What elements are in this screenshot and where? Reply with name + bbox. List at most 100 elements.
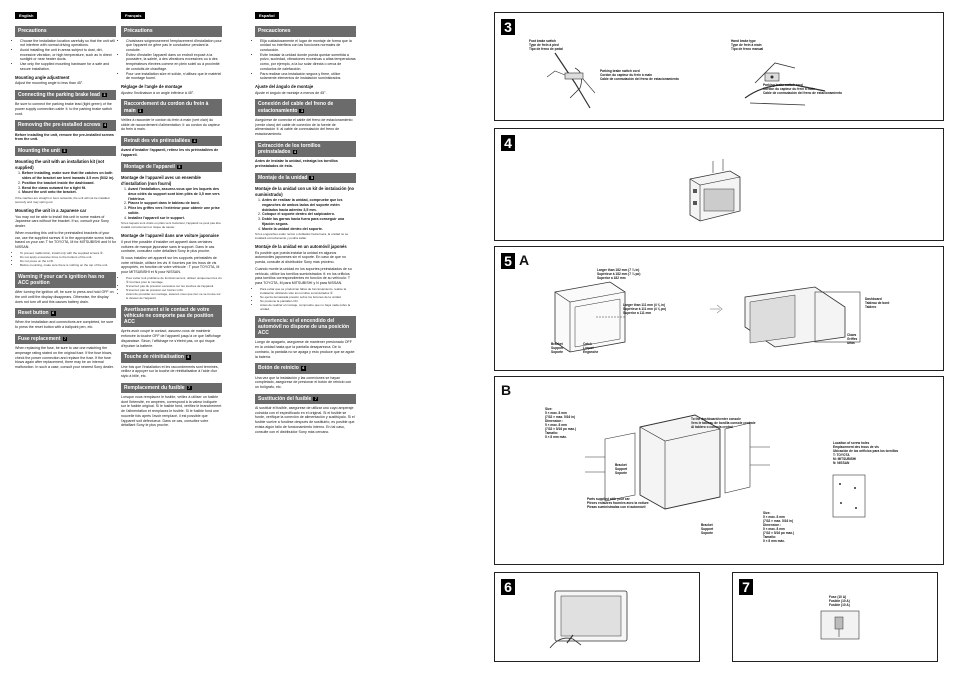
acc-text: Après avoir coupé le contact, assurez-vo… bbox=[121, 329, 221, 348]
list-item: Mount the unit onto the bracket. bbox=[22, 190, 116, 195]
hand-brake-label: Hand brake type Type de frein à main Tip… bbox=[731, 39, 764, 51]
switch-cord-label-2: Parking brake switch cord Cordon du capt… bbox=[763, 83, 842, 95]
figure-5a-panel: 5 A Larger than 182 mm (7 ¼ in) Supérieu… bbox=[494, 246, 944, 371]
fuse-label: Fuse (10 A) Fusible (10 A) Fusible (10 A… bbox=[829, 595, 850, 607]
angle-text: Adjust the mounting angle to less than 4… bbox=[15, 81, 84, 86]
reset-button-illustration bbox=[549, 590, 628, 649]
figure-number: 7 bbox=[739, 579, 753, 595]
angle-title: Mounting angle adjustment bbox=[15, 74, 70, 80]
list-item: Para realizar una instalación segura y f… bbox=[260, 72, 356, 81]
dashboard-console-label: To the dashboard/center console Vers le … bbox=[691, 417, 756, 429]
reset-text: Une fois que l'installation et les racco… bbox=[121, 364, 219, 379]
catch-label: Catch Loquet Enganche bbox=[583, 342, 599, 354]
figure-7-panel: 7 Fuse (10 A) Fusible (10 A) Fusible (10… bbox=[732, 572, 938, 662]
list-item: Coloque el soporte dentro del salpicader… bbox=[262, 212, 356, 217]
english-column: English Precautions Choose the installat… bbox=[15, 12, 116, 372]
mounting-notes: Pour éviter tout problème de fonctionnem… bbox=[121, 276, 222, 301]
list-item: N'exercez pas de pression excessive sur … bbox=[126, 284, 222, 289]
parking-text: Be sure to connect the parking brake lea… bbox=[15, 102, 113, 116]
switch-cord-label-1: Parking brake switch cord Cordon du capt… bbox=[600, 69, 679, 81]
list-item: Before installing, make sure that the ca… bbox=[22, 171, 116, 180]
list-item: Evite instalar la unidad donde pueda que… bbox=[260, 53, 356, 72]
mounting-steps: Antes de realizar la unidad, compruebe q… bbox=[255, 198, 356, 231]
list-item: Avant de procéder au montage, assurez-vo… bbox=[126, 292, 222, 301]
mounting-note: If the catches are straight or bent outw… bbox=[15, 196, 110, 205]
mounting-note: Si los enganches están rectos o doblados… bbox=[255, 232, 349, 241]
list-item: Doble las garras hacia fuera para conseg… bbox=[262, 217, 356, 226]
angle-title: Réglage de l'angle de montage bbox=[121, 84, 183, 90]
list-item: To prevent malfunction, install only wit… bbox=[20, 251, 116, 256]
list-item: Antes de realizar la unidad, compruebe q… bbox=[262, 198, 356, 212]
size-label-bottom: Size: 5 × max. 8 mm (7/32 × max. 5/16 in… bbox=[763, 511, 795, 543]
reset-text: When the installation and connections ar… bbox=[15, 320, 114, 330]
list-item: Installez l'appareil sur le support. bbox=[128, 216, 222, 221]
precautions-list: Elija cuidadosamente el lugar de montaje… bbox=[255, 39, 356, 82]
list-item: Placez le support dans le tableau de bor… bbox=[128, 201, 222, 206]
language-tab-spanish: Español bbox=[255, 12, 279, 20]
mounting-text-b2: Si vous installez cet appareil sur les s… bbox=[121, 255, 220, 275]
precautions-header: Precauciones bbox=[255, 26, 356, 37]
mounting-note: Si les loquets sont droits ou pliés vers… bbox=[121, 221, 221, 230]
size-label-top: Size: 5 × max. 8 mm (7/32 × max. 5/16 in… bbox=[545, 407, 577, 439]
angle-title: Ajuste del ángulo de montaje bbox=[255, 84, 314, 90]
screw-holes-label: Location of screw holes Emplacement des … bbox=[833, 441, 899, 465]
parking-text: Veillez à raccorder le cordon du frein à… bbox=[121, 117, 220, 132]
figure-5b-panel: B Size: 5 × max. 8 mm (7/32 × max. 5/16 … bbox=[494, 376, 944, 565]
angle-text: Ajuste el ángulo de montaje a menos de 4… bbox=[255, 90, 327, 95]
figure-6-panel: 6 bbox=[494, 572, 700, 662]
mounting-steps: Before installing, make sure that the ca… bbox=[15, 171, 116, 195]
list-item: Use only the supplied mounting hardware … bbox=[20, 62, 116, 71]
list-item: Évitez d'installer l'appareil dans un en… bbox=[126, 53, 222, 72]
mounting-sub-b: Montaje de la unidad en un automóvil jap… bbox=[255, 244, 347, 250]
list-item: Pour éviter tout problème de fonctionnem… bbox=[126, 276, 222, 285]
list-item: Avoid installing the unit in areas subje… bbox=[20, 48, 116, 62]
removing-text: Antes de instalar la unidad, extraiga lo… bbox=[255, 159, 338, 169]
angle-text: Ajustez l'inclinaison à un angle inférie… bbox=[121, 90, 195, 95]
mounting-steps: Avant l'installation, assurez-vous que l… bbox=[121, 187, 222, 220]
dims-larger-111: Larger than 111 mm (4 ⅜ in) Supérieur à … bbox=[623, 303, 667, 315]
acc-text: Luego de apagarlo, asegúrese de mantener… bbox=[255, 340, 355, 359]
figure-number: 4 bbox=[501, 135, 515, 151]
japanese-car-mounting-illustration bbox=[585, 414, 866, 518]
acc-text: After turning the ignition off, be sure … bbox=[15, 290, 114, 304]
acc-header: Warning if your car's ignition has no AC… bbox=[15, 271, 116, 289]
mounting-sub-b: Montage de l'appareil dans une voiture j… bbox=[121, 233, 219, 239]
mounting-text-b2: When mounting this unit to the preinstal… bbox=[15, 230, 116, 249]
removing-text: Avant d'installer l'appareil, retirez le… bbox=[121, 148, 219, 158]
figure-letter: B bbox=[501, 382, 512, 398]
fuse-text: When replacing the fuse, be sure to use … bbox=[15, 346, 114, 370]
spanish-column: Español Precauciones Elija cuidadosament… bbox=[255, 12, 356, 436]
car-parts-label: Parts supplied with your car Pièces en/a… bbox=[587, 497, 649, 509]
language-tab-french: Français bbox=[121, 12, 146, 20]
figure-number: 5 bbox=[501, 253, 515, 269]
mounting-notes: Para evitar que se produzcan fallos de f… bbox=[255, 287, 356, 312]
figure-number: 6 bbox=[501, 579, 515, 595]
list-item: No ejerza demasiada presión sobre los bo… bbox=[260, 295, 356, 300]
list-item: Antes de realizar el montaje, compruebe … bbox=[260, 303, 356, 312]
mounting-text-b2: Cuando monte la unidad en los soportes p… bbox=[255, 266, 352, 286]
precautions-list: Choose the installation location careful… bbox=[15, 39, 116, 72]
list-item: Bend the claws outward for a tight fit. bbox=[22, 186, 116, 191]
removing-header: Extracción de los tornillos preinstalado… bbox=[255, 140, 356, 158]
acc-header: Avertissement si le contact de votre véh… bbox=[121, 304, 222, 328]
parking-text: Asegúrese de conectar el cable del freno… bbox=[255, 117, 353, 137]
list-item: Choose the installation location careful… bbox=[20, 39, 116, 48]
list-item: Para evitar que se produzcan fallos de f… bbox=[260, 287, 356, 296]
list-item: Position the bracket inside the dashboar… bbox=[22, 181, 116, 186]
list-item: Do not press on the LCD. bbox=[20, 259, 116, 264]
figure-number: 3 bbox=[501, 19, 515, 35]
list-item: No presione la pantalla LCD. bbox=[260, 299, 356, 304]
list-item: Pour une installation sûre et solide, n'… bbox=[126, 72, 222, 81]
dims-larger-182: Larger than 182 mm (7 ¼ in) Supérieur à … bbox=[597, 268, 641, 280]
claws-label: Claws Griffes Uñas bbox=[847, 333, 858, 345]
